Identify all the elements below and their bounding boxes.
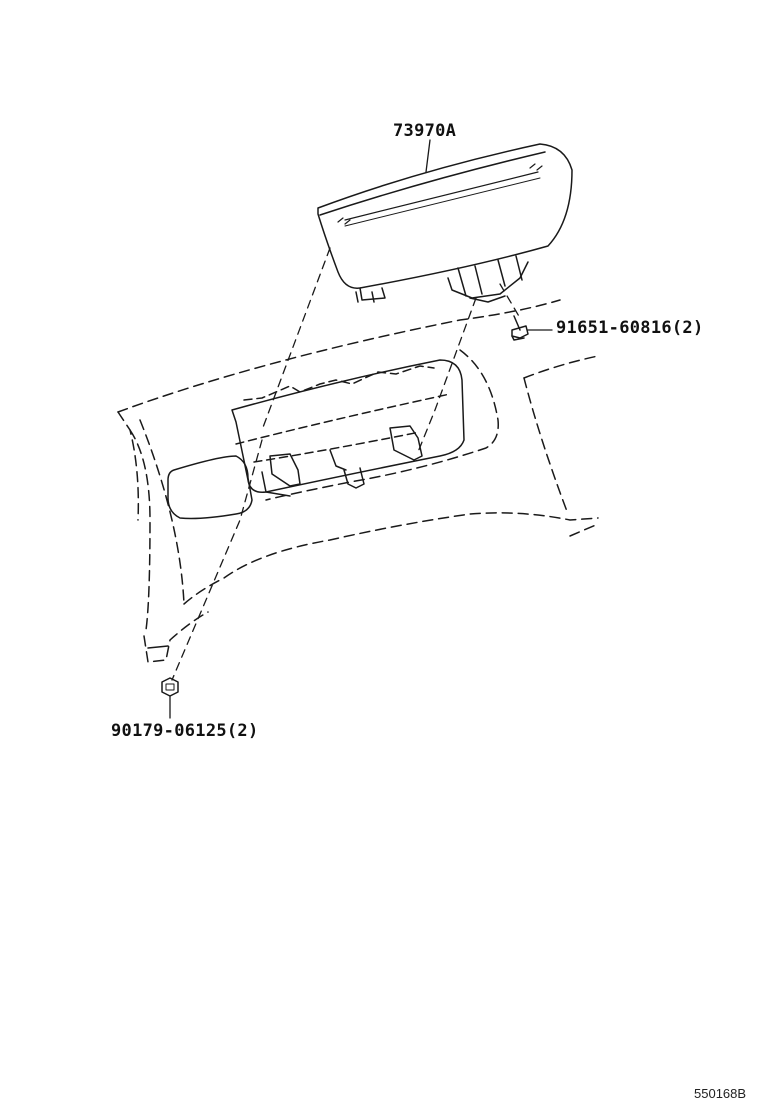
- diagram-id: 550168B: [694, 1086, 747, 1101]
- glove-box-opening: [167, 359, 465, 520]
- bolt-91651-60816[interactable]: [511, 315, 529, 341]
- nut-90179-06125[interactable]: [161, 677, 179, 697]
- part-label-91651-60816[interactable]: 91651-60816(2): [556, 318, 704, 338]
- part-label-90179-06125[interactable]: 90179-06125(2): [111, 721, 259, 741]
- instrument-panel: [117, 299, 599, 631]
- lower-bracket: [143, 611, 209, 663]
- part-label-73970a[interactable]: 73970A: [393, 121, 457, 141]
- alignment-lines: [171, 247, 521, 681]
- hinge-line: [235, 365, 451, 463]
- glove-box-door[interactable]: [317, 143, 573, 303]
- leader-line-73970a: [425, 139, 431, 173]
- hinge-brackets: [261, 425, 423, 497]
